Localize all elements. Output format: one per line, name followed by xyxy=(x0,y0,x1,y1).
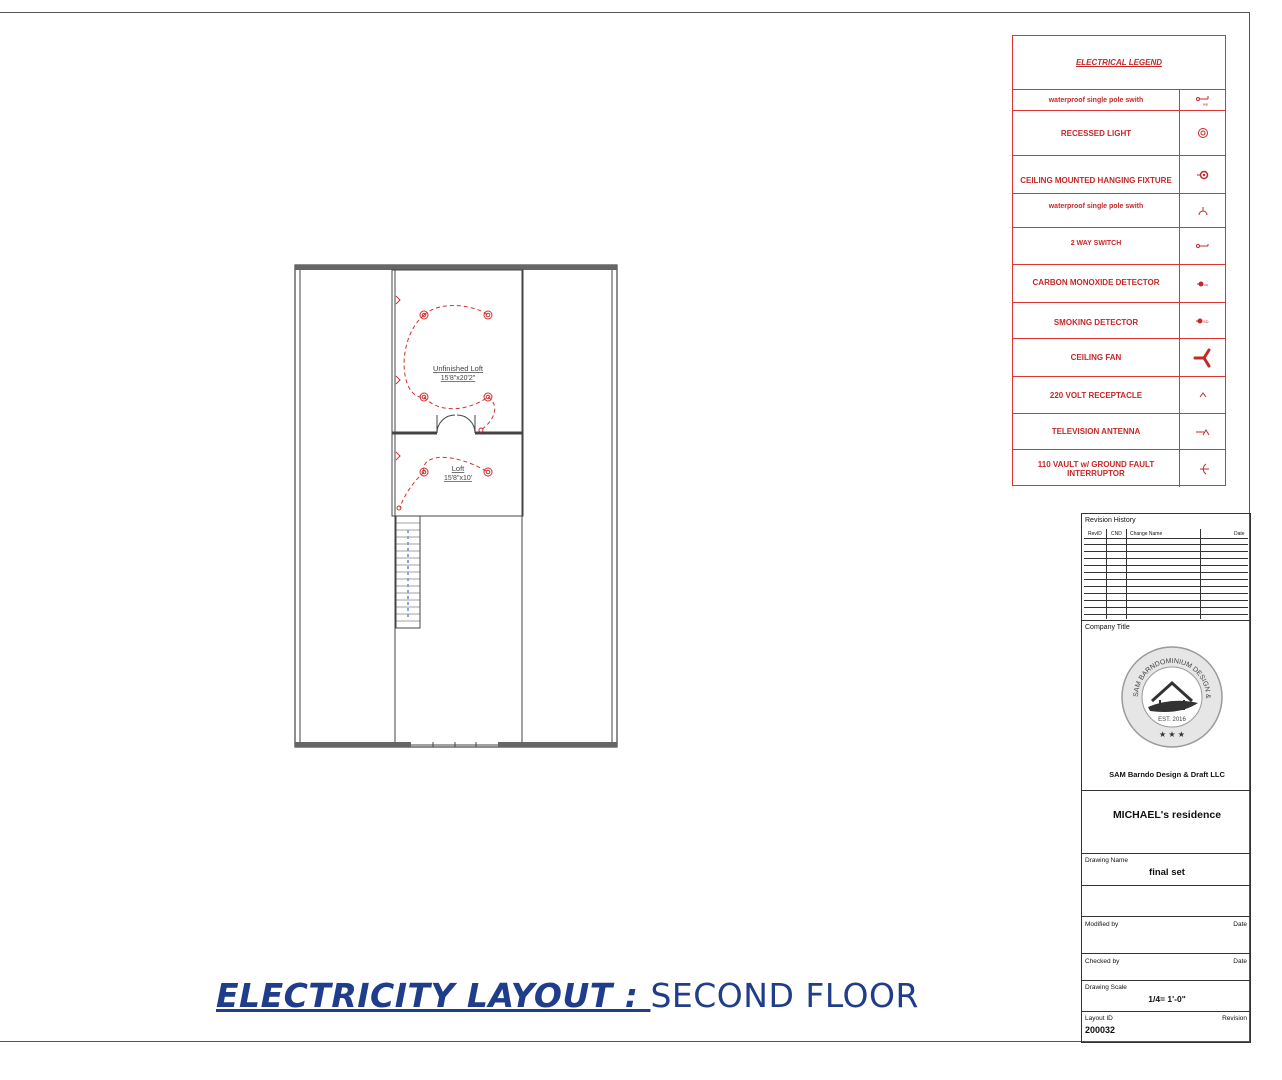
recessed-light-icon xyxy=(483,392,493,402)
legend-label: CARBON MONOXIDE DETECTOR xyxy=(1032,278,1160,287)
legend-row: TELEVISION ANTENNA xyxy=(1013,413,1225,449)
legend-row: waterproof single pole swith xyxy=(1013,193,1225,227)
waterproof-switch-icon xyxy=(1179,194,1225,227)
electrical-legend: ELECTRICAL LEGEND waterproof single pole… xyxy=(1012,35,1226,487)
svg-text:EST. 2016: EST. 2016 xyxy=(1158,717,1186,723)
legend-label: CEILING FAN xyxy=(1070,353,1122,362)
legend-row: CEILING FAN xyxy=(1013,338,1225,376)
company-logo: SAM BARNDOMINIUM DESIGN & DRAFT LLC EST.… xyxy=(1117,640,1224,749)
legend-label: waterproof single pole swith xyxy=(1048,96,1144,104)
legend-row: SMOKING DETECTOR SD xyxy=(1013,302,1225,338)
recessed-light-icon xyxy=(1179,111,1225,155)
sheet-title: ELECTRICITY LAYOUT : SECOND FLOOR xyxy=(216,976,919,1020)
legend-row: RECESSED LIGHT xyxy=(1013,110,1225,155)
room-size-loft: 15'8"x10' xyxy=(444,475,472,482)
layout-id-label: Layout ID xyxy=(1085,1015,1113,1022)
ceiling-fan-icon xyxy=(1179,339,1225,376)
legend-row: 2 WAY SWITCH xyxy=(1013,227,1225,264)
legend-row: CARBON MONOXIDE DETECTOR co xyxy=(1013,264,1225,302)
blank-section xyxy=(1082,886,1250,917)
svg-text:wp: wp xyxy=(1203,102,1209,107)
recessed-light-icon xyxy=(419,392,429,402)
legend-label: 110 VAULT w/ GROUND FAULT INTERRUPTOR xyxy=(1037,459,1155,478)
drawing-scale-section: Drawing Scale 1/4= 1'-0" xyxy=(1082,981,1250,1012)
legend-row: 220 VOLT RECEPTACLE xyxy=(1013,376,1225,413)
recessed-light-icon xyxy=(483,310,493,320)
receptacle-icon xyxy=(395,451,401,461)
checked-by-label: Checked by xyxy=(1085,958,1120,965)
rev-col-cnd: CND xyxy=(1111,531,1122,537)
floor-plan: Unfinished Loft 15'8"x20'2" Loft 15'8"x1… xyxy=(294,264,618,748)
legend-row: CEILING MOUNTED HANGING FIXTURE xyxy=(1013,155,1225,193)
company-section: Company Title SAM BARNDOMINIUM DESIGN & … xyxy=(1082,621,1250,791)
legend-label: 220 VOLT RECEPTACLE xyxy=(1049,390,1143,400)
sheet-title-main: ELECTRICITY LAYOUT : xyxy=(216,976,651,1015)
switch-icon xyxy=(478,427,484,433)
modified-by-section: Modified by Date xyxy=(1082,917,1250,954)
legend-row: 110 VAULT w/ GROUND FAULT INTERRUPTOR xyxy=(1013,449,1225,487)
modified-by-label: Modified by xyxy=(1085,921,1119,928)
rev-col-change-name: Change Name xyxy=(1130,531,1163,537)
legend-label: CEILING MOUNTED HANGING FIXTURE xyxy=(1020,176,1172,185)
svg-text:SD: SD xyxy=(1203,319,1209,324)
revision-history: Revision History RevID CND Change Name D… xyxy=(1082,514,1250,621)
room-name-loft: Loft xyxy=(452,464,465,473)
revision-history-label: Revision History xyxy=(1085,517,1136,524)
sheet-border xyxy=(0,12,1250,1042)
project-name: MICHAEL's residence xyxy=(1112,809,1222,821)
svg-text:★ ★ ★: ★ ★ ★ xyxy=(1159,730,1185,739)
smoke-detector-icon: SD xyxy=(1179,303,1225,338)
legend-title: ELECTRICAL LEGEND xyxy=(1075,58,1163,67)
rev-col-date: Date xyxy=(1234,531,1245,537)
gfi-receptacle-icon xyxy=(1179,450,1225,487)
revision-table xyxy=(1084,529,1248,619)
legend-label: TELEVISION ANTENNA xyxy=(1051,427,1141,436)
two-way-switch-icon xyxy=(1179,228,1225,264)
project-section: MICHAEL's residence xyxy=(1082,791,1250,854)
layout-id: 200032 xyxy=(1085,1025,1116,1035)
company-title-label: Company Title xyxy=(1085,624,1130,631)
title-block: Revision History RevID CND Change Name D… xyxy=(1081,513,1251,1043)
co-detector-icon: co xyxy=(1179,265,1225,302)
tv-antenna-icon xyxy=(1179,414,1225,449)
revision-label: Revision xyxy=(1222,1015,1247,1022)
legend-row: waterproof single pole swith wp xyxy=(1013,89,1225,110)
legend-label: RECESSED LIGHT xyxy=(1060,128,1132,138)
room-size-unfinished-loft: 15'8"x20'2" xyxy=(441,375,476,382)
hanging-fixture-icon xyxy=(1179,156,1225,193)
drawing-name-section: Drawing Name final set xyxy=(1082,854,1250,886)
svg-text:co: co xyxy=(1204,282,1209,287)
modified-date-label: Date xyxy=(1233,921,1247,928)
exterior-walls xyxy=(294,264,618,748)
drawing-scale: 1/4= 1'-0" xyxy=(1148,994,1186,1004)
drawing-name-label: Drawing Name xyxy=(1085,857,1128,864)
recessed-light-icon xyxy=(419,310,429,320)
room-name-unfinished-loft: Unfinished Loft xyxy=(433,364,484,373)
receptacle-icon xyxy=(395,295,401,305)
waterproof-switch-wp-icon: wp xyxy=(1179,90,1225,110)
receptacle-icon xyxy=(395,375,401,385)
layout-id-section: Layout ID Revision 200032 xyxy=(1082,1012,1250,1042)
legend-label: SMOKING DETECTOR xyxy=(1053,318,1139,327)
rev-col-revid: RevID xyxy=(1088,531,1102,537)
sheet-title-sub: SECOND FLOOR xyxy=(650,976,919,1015)
company-name: SAM Barndo Design & Draft LLC xyxy=(1109,770,1225,779)
legend-label: 2 WAY SWITCH xyxy=(1070,239,1122,247)
drawing-scale-label: Drawing Scale xyxy=(1085,984,1127,991)
recessed-light-icon xyxy=(483,467,493,477)
switch-icon xyxy=(396,505,402,511)
legend-label: waterproof single pole swith xyxy=(1048,203,1144,210)
recessed-light-icon xyxy=(419,467,429,477)
checked-by-section: Checked by Date xyxy=(1082,954,1250,981)
receptacle-220-icon xyxy=(1179,377,1225,413)
checked-date-label: Date xyxy=(1233,958,1247,965)
loft-outline xyxy=(391,269,524,517)
drawing-name: final set xyxy=(1149,867,1185,878)
